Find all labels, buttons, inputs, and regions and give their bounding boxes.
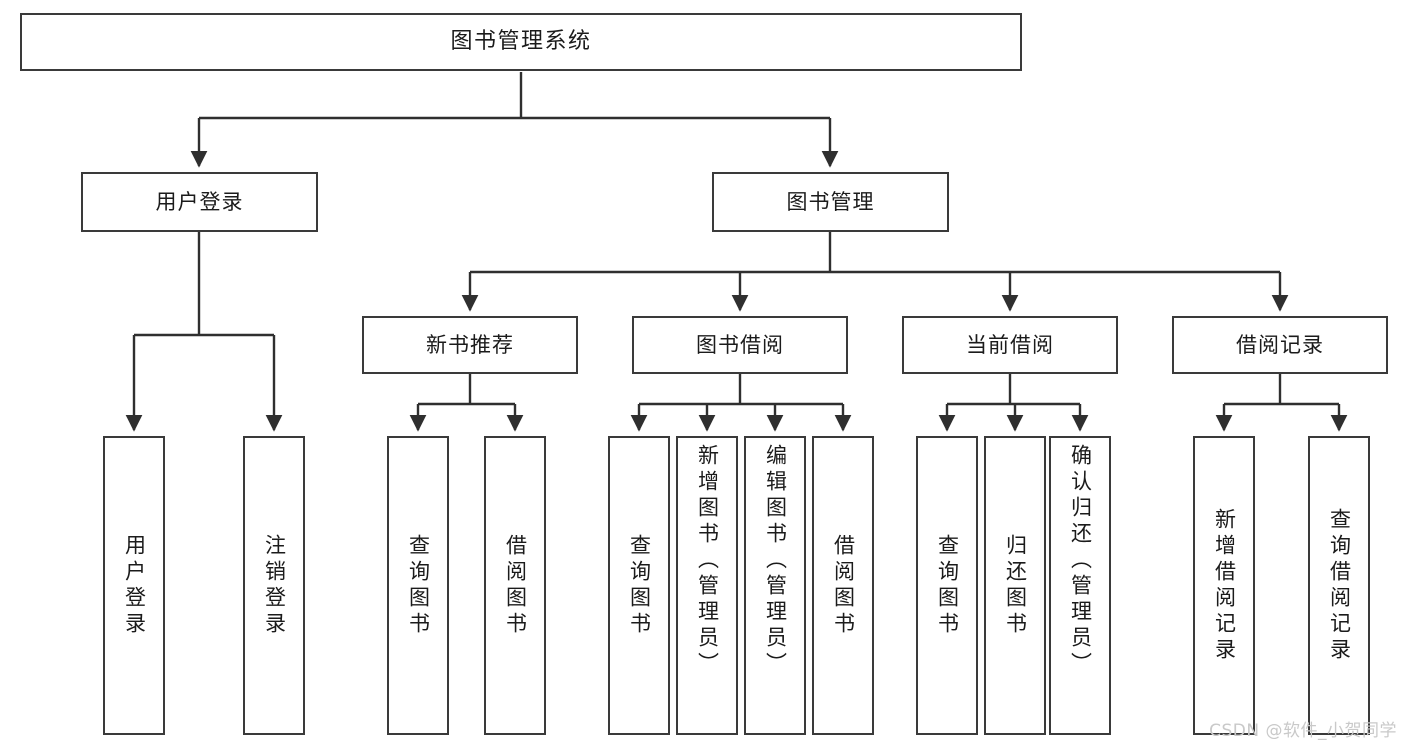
node-root[interactable]: 图书管理系统 (20, 13, 1022, 71)
node-leaf-query-book-cb[interactable]: 查询图书 (916, 436, 978, 735)
node-leaf-confirm-return-admin[interactable]: 确认归还（管理员） (1049, 436, 1111, 735)
node-user-login-label: 用户登录 (155, 189, 244, 214)
node-borrow-records[interactable]: 借阅记录 (1172, 316, 1388, 374)
node-root-label: 图书管理系统 (450, 29, 592, 55)
node-book-management[interactable]: 图书管理 (712, 172, 949, 232)
node-leaf-query-book-nb[interactable]: 查询图书 (387, 436, 449, 735)
node-book-borrow-label: 图书借阅 (696, 332, 784, 357)
node-current-borrow[interactable]: 当前借阅 (902, 316, 1118, 374)
node-leaf-return-book-label: 归还图书 (1003, 533, 1028, 638)
node-leaf-query-book-bb-label: 查询图书 (627, 533, 652, 638)
node-book-borrow[interactable]: 图书借阅 (632, 316, 848, 374)
node-leaf-borrow-book-nb[interactable]: 借阅图书 (484, 436, 546, 735)
node-borrow-records-label: 借阅记录 (1236, 332, 1324, 357)
node-leaf-add-book-admin[interactable]: 新增图书（管理员） (676, 436, 738, 735)
node-leaf-borrow-book-bb[interactable]: 借阅图书 (812, 436, 874, 735)
node-leaf-add-borrow-record-label: 新增借阅记录 (1212, 507, 1237, 664)
node-leaf-query-book-bb[interactable]: 查询图书 (608, 436, 670, 735)
node-new-book-recommend-label: 新书推荐 (426, 332, 514, 357)
node-leaf-borrow-book-bb-label: 借阅图书 (831, 533, 856, 638)
node-leaf-logout-label: 注销登录 (262, 533, 287, 638)
node-leaf-query-borrow-record[interactable]: 查询借阅记录 (1308, 436, 1370, 735)
node-user-login[interactable]: 用户登录 (81, 172, 318, 232)
node-leaf-edit-book-admin-label: 编辑图书（管理员） (763, 444, 788, 678)
node-leaf-edit-book-admin[interactable]: 编辑图书（管理员） (744, 436, 806, 735)
watermark: CSDN @软件_小贺同学 (1209, 721, 1397, 741)
node-leaf-return-book[interactable]: 归还图书 (984, 436, 1046, 735)
node-leaf-query-book-cb-label: 查询图书 (935, 533, 960, 638)
node-leaf-borrow-book-nb-label: 借阅图书 (503, 533, 528, 638)
node-leaf-user-login[interactable]: 用户登录 (103, 436, 165, 735)
node-leaf-confirm-return-admin-label: 确认归还（管理员） (1068, 444, 1093, 678)
node-leaf-query-borrow-record-label: 查询借阅记录 (1327, 507, 1352, 664)
node-new-book-recommend[interactable]: 新书推荐 (362, 316, 578, 374)
node-leaf-add-book-admin-label: 新增图书（管理员） (695, 444, 720, 678)
node-leaf-logout[interactable]: 注销登录 (243, 436, 305, 735)
node-leaf-user-login-label: 用户登录 (122, 533, 147, 638)
node-book-management-label: 图书管理 (786, 189, 875, 214)
node-leaf-query-book-nb-label: 查询图书 (406, 533, 431, 638)
node-current-borrow-label: 当前借阅 (966, 332, 1054, 357)
node-leaf-add-borrow-record[interactable]: 新增借阅记录 (1193, 436, 1255, 735)
